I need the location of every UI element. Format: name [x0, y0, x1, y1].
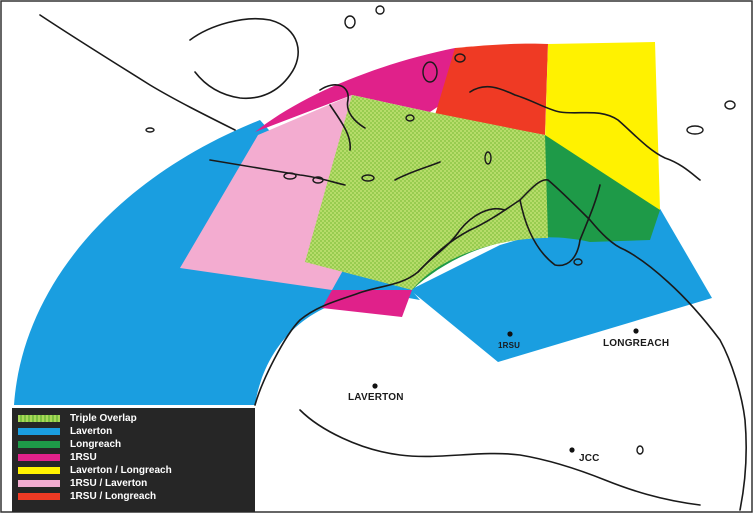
island — [375, 5, 385, 15]
legend-label: 1RSU / Longreach — [70, 491, 157, 502]
legend-item-1rsu: 1RSU — [18, 452, 97, 463]
legend-label: Longreach — [70, 439, 122, 450]
island — [312, 176, 324, 184]
islands — [145, 5, 736, 455]
legend-item-1rsu-laverton: 1RSU / Laverton — [18, 478, 147, 489]
legend-swatch — [18, 454, 60, 461]
site-marker-jcc — [569, 447, 575, 453]
site-label-laverton: LAVERTON — [348, 392, 404, 403]
legend-label: Triple Overlap — [70, 413, 137, 424]
legend-swatch — [18, 493, 60, 500]
map-legend: Triple Overlap Laverton Longreach 1RSU L… — [12, 406, 255, 512]
rsu-longreach-overlap-area — [435, 43, 548, 135]
legend-swatch — [18, 467, 60, 474]
australia-south-coast — [299, 409, 701, 506]
island — [454, 53, 466, 63]
island — [484, 151, 492, 165]
island — [405, 114, 415, 122]
legend-label: Laverton / Longreach — [70, 465, 172, 476]
legend-label: 1RSU — [70, 452, 97, 463]
legend-swatch — [18, 415, 60, 422]
sulawesi-coastline — [319, 84, 366, 151]
rsu-coverage-south — [322, 290, 412, 317]
site-marker-laverton — [372, 383, 378, 389]
legend-item-laverton: Laverton — [18, 426, 112, 437]
island — [686, 125, 704, 135]
legend-item-laverton-longreach: Laverton / Longreach — [18, 465, 172, 476]
legend-label: 1RSU / Laverton — [70, 478, 148, 489]
island — [344, 15, 356, 29]
site-marker-1rsu — [507, 331, 513, 337]
legend-label: Laverton — [70, 426, 113, 437]
gulf-carpentaria-coast — [519, 199, 581, 267]
island — [145, 127, 155, 133]
site-marker-longreach — [633, 328, 639, 334]
island — [724, 100, 736, 110]
island — [361, 174, 375, 182]
site-label-longreach: LONGREACH — [603, 338, 669, 349]
site-label-jcc: JCC — [579, 453, 600, 464]
australia-coastline — [254, 179, 747, 511]
borneo-coastline — [189, 17, 299, 100]
legend-swatch — [18, 441, 60, 448]
island — [283, 172, 297, 180]
site-label-1rsu: 1RSU — [498, 341, 520, 350]
legend-item-1rsu-longreach: 1RSU / Longreach — [18, 491, 156, 502]
triple-overlap-area — [305, 95, 548, 290]
island — [573, 258, 583, 266]
laverton-coverage-east — [410, 200, 712, 362]
legend-item-longreach: Longreach — [18, 439, 121, 450]
legend-item-triple-overlap: Triple Overlap — [18, 413, 137, 424]
island — [422, 61, 438, 83]
laverton-longreach-overlap-area — [545, 42, 660, 210]
timor-coastline — [394, 161, 441, 181]
rsu-coverage-area — [255, 48, 470, 132]
island — [636, 445, 644, 455]
legend-swatch — [18, 480, 60, 487]
sumatra-coastline — [39, 14, 236, 131]
legend-swatch — [18, 428, 60, 435]
new-guinea-coastline — [469, 85, 701, 181]
java-coastline — [209, 159, 346, 186]
cape-york-coast — [579, 184, 601, 241]
top-end-coast — [417, 208, 506, 273]
